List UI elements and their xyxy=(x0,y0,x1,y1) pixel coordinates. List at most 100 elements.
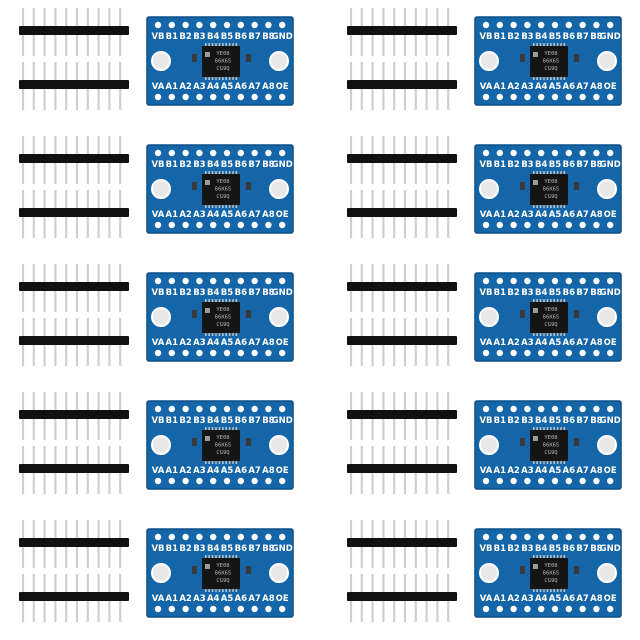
header-plastic xyxy=(19,592,129,601)
pin-label-top: B7 xyxy=(248,544,260,554)
chip-lead xyxy=(232,76,234,80)
chip-marking: 66K65 xyxy=(215,571,232,577)
chip-lead xyxy=(215,460,217,464)
chip-lead xyxy=(235,460,238,464)
solder-pad xyxy=(551,605,559,613)
solder-pad xyxy=(237,477,244,485)
solder-pad xyxy=(196,21,203,29)
chip-lead xyxy=(211,43,214,47)
solder-pad xyxy=(565,349,572,357)
chip-lead xyxy=(546,460,549,464)
solder-pad xyxy=(593,405,600,413)
chip-lead xyxy=(536,460,538,464)
solder-pad xyxy=(196,533,203,541)
pin-label-top: B8 xyxy=(262,160,274,170)
header-plastic xyxy=(19,26,129,35)
pin-label-bottom: A3 xyxy=(521,338,534,348)
pin-label-bottom: A4 xyxy=(207,594,220,604)
solder-pad xyxy=(182,93,189,101)
solder-pad xyxy=(210,405,217,413)
pin-label-bottom: A1 xyxy=(166,210,179,220)
pin-label-top: B2 xyxy=(179,32,191,42)
pin-label-top: B2 xyxy=(179,544,191,554)
chip-lead xyxy=(222,332,224,336)
chip-lead xyxy=(208,460,210,464)
smd-capacitor xyxy=(574,310,579,318)
pin-label-top: B5 xyxy=(549,416,561,426)
pin-label-bottom: A6 xyxy=(563,466,576,476)
chip-lead xyxy=(550,43,552,47)
chip-marking: 66K65 xyxy=(543,571,560,577)
pin-label-top: B8 xyxy=(590,32,602,42)
chip-lead xyxy=(556,204,559,208)
mounting-hole xyxy=(597,51,617,71)
header-plastic xyxy=(347,154,457,163)
solder-pad xyxy=(593,93,600,101)
solder-pad xyxy=(593,221,600,229)
ic-chip xyxy=(202,430,240,461)
solder-pad xyxy=(565,21,572,29)
chip-lead xyxy=(533,43,535,47)
chip-lead xyxy=(539,427,542,431)
chip-lead xyxy=(539,299,542,303)
pin-label-bottom: A1 xyxy=(166,82,179,92)
solder-pad xyxy=(154,533,162,541)
solder-pad xyxy=(510,533,517,541)
smd-capacitor xyxy=(192,182,197,190)
solder-pad xyxy=(223,605,231,613)
pin-label-bottom: A1 xyxy=(166,594,179,604)
pin-label-top: B8 xyxy=(262,288,274,298)
mounting-hole xyxy=(479,563,499,583)
solder-pad xyxy=(565,93,572,101)
pin-label-top: B3 xyxy=(521,416,533,426)
chip-lead xyxy=(546,588,549,592)
solder-pad xyxy=(538,21,545,29)
chip-lead xyxy=(546,299,549,303)
chip-lead xyxy=(546,43,549,47)
chip-lead xyxy=(550,299,552,303)
chip-lead xyxy=(536,332,538,336)
chip-lead xyxy=(232,204,234,208)
chip-lead xyxy=(539,460,542,464)
ic-chip xyxy=(530,46,568,77)
pin-label-bottom: A5 xyxy=(549,210,562,220)
chip-lead xyxy=(563,460,566,464)
solder-pad xyxy=(510,349,517,357)
pin-label-bottom: A4 xyxy=(207,338,220,348)
pin-label-bottom: VA xyxy=(480,82,493,92)
pin-label-bottom: A2 xyxy=(507,82,520,92)
chip-lead xyxy=(235,43,238,47)
chip-marking: YE08 xyxy=(544,563,557,569)
chip-lead xyxy=(543,427,545,431)
solder-pad xyxy=(565,149,572,157)
ic-chip xyxy=(202,302,240,333)
solder-pad xyxy=(593,605,600,613)
pin-label-bottom: A8 xyxy=(262,210,275,220)
pin-label-top: B6 xyxy=(563,32,575,42)
chip-marking: CG9Q xyxy=(544,578,557,584)
chip-lead xyxy=(208,299,210,303)
chip-lead xyxy=(543,76,545,80)
pin-label-top: B2 xyxy=(507,288,519,298)
solder-pad xyxy=(210,477,217,485)
chip-lead xyxy=(550,204,552,208)
pin-label-top: VB xyxy=(151,288,164,298)
mounting-hole xyxy=(151,563,171,583)
chip-lead xyxy=(235,555,238,559)
solder-pad xyxy=(482,221,490,229)
solder-pad xyxy=(607,221,614,229)
chip-marking: CG9Q xyxy=(216,450,229,456)
solder-pad xyxy=(607,605,614,613)
pin-label-bottom: OE xyxy=(604,466,617,476)
pin-label-top: B5 xyxy=(549,160,561,170)
pin-label-top: B1 xyxy=(166,416,178,426)
pin-label-bottom: A6 xyxy=(235,594,248,604)
pin-label-top: B1 xyxy=(166,160,178,170)
solder-pad xyxy=(265,349,272,357)
pin-label-top: VB xyxy=(479,160,492,170)
chip-lead xyxy=(211,460,214,464)
